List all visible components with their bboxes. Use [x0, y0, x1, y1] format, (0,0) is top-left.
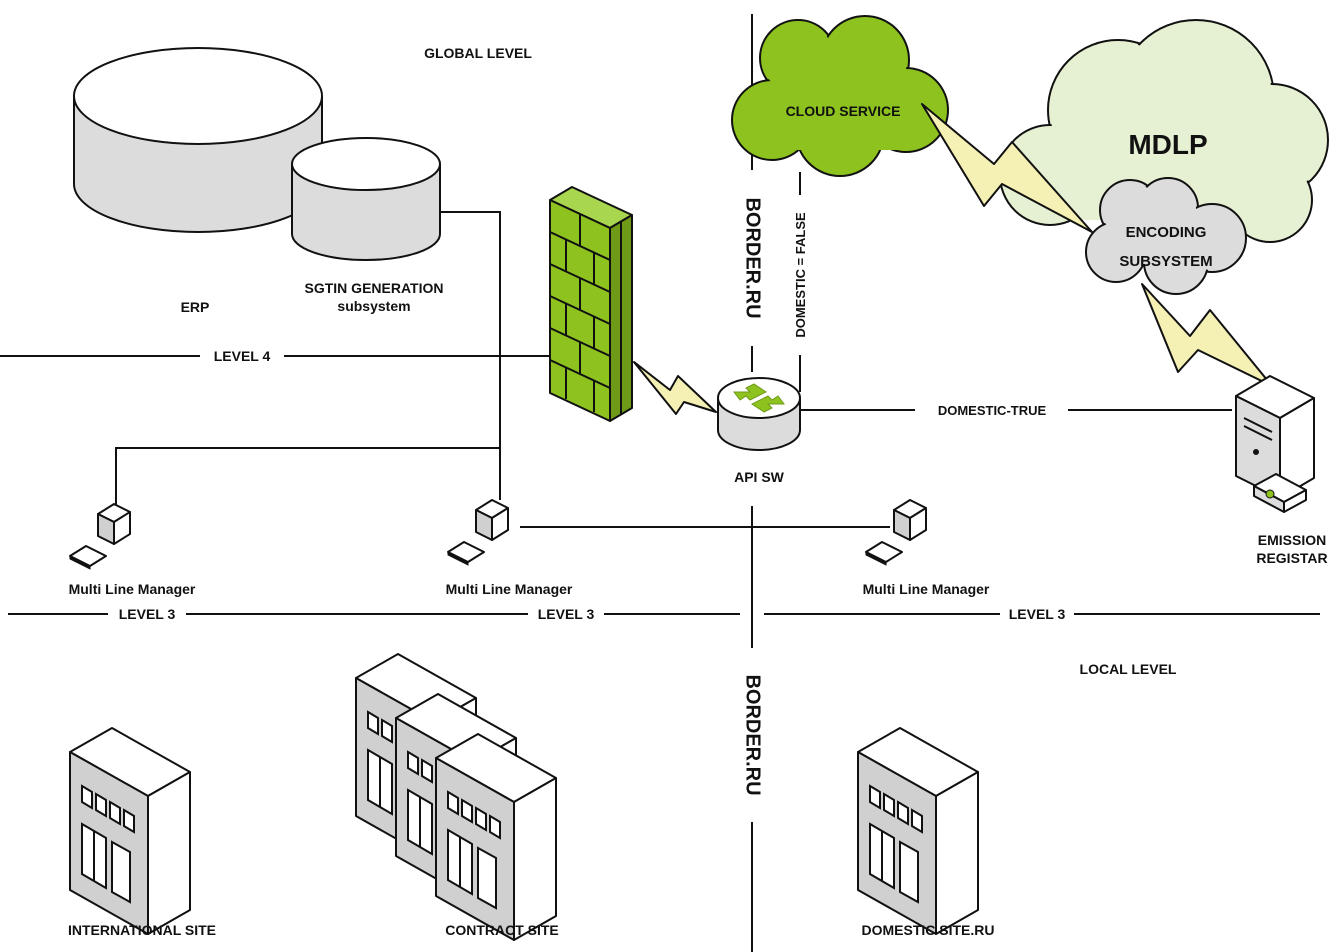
encoding-label-line2: SUBSYSTEM	[1119, 253, 1212, 270]
level3-label-1: LEVEL 3	[119, 606, 176, 622]
sgtin-link	[440, 211, 501, 500]
domestic-true-label: DOMESTIC-TRUE	[938, 403, 1047, 418]
border-label-top: BORDER.RU	[742, 197, 764, 318]
domestic-site-label: DOMESTIC SITE.RU	[861, 922, 994, 938]
firewall-icon	[549, 186, 633, 422]
mdlp-label: MDLP	[1128, 129, 1207, 160]
computer-icon	[447, 499, 509, 566]
mlm-label-domestic: Multi Line Manager	[863, 581, 990, 597]
mlm-label-international: Multi Line Manager	[69, 581, 196, 597]
building-icon	[69, 727, 191, 935]
contract-site-label: CONTRACT SITE	[445, 922, 559, 938]
switch-icon	[717, 377, 801, 451]
lightning-icon	[1141, 283, 1273, 387]
global-level-label: GLOBAL LEVEL	[424, 45, 532, 61]
lightning-icon	[633, 361, 717, 415]
erp-label: ERP	[181, 299, 210, 315]
left-mlm-link	[115, 447, 500, 505]
building-icon	[435, 733, 557, 941]
level3-label-3: LEVEL 3	[1009, 606, 1066, 622]
level3-label-2: LEVEL 3	[538, 606, 595, 622]
emission-label-line1: EMISSION	[1258, 532, 1326, 548]
sgtin-database-icon	[291, 137, 441, 261]
erp-database-icon	[73, 47, 323, 233]
level4-label: LEVEL 4	[214, 348, 271, 364]
building-icon	[857, 727, 979, 935]
domestic-false-label: DOMESTIC = FALSE	[793, 212, 808, 338]
api-sw-label: API SW	[734, 469, 785, 485]
cloud-service-label: CLOUD SERVICE	[786, 103, 901, 119]
lightning-icon	[921, 103, 1093, 233]
emission-label-line2: REGISTAR	[1256, 550, 1327, 566]
sgtin-label-line2: subsystem	[337, 298, 410, 314]
sgtin-label-line1: SGTIN GENERATION	[305, 280, 444, 296]
encoding-label-line1: ENCODING	[1126, 224, 1207, 241]
computer-icon	[69, 503, 131, 570]
international-site-label: INTERNATIONAL SITE	[68, 922, 216, 938]
encoding-cloud-icon	[1085, 177, 1247, 295]
cloud-service-icon	[731, 15, 949, 177]
mlm-label-contract: Multi Line Manager	[446, 581, 573, 597]
connection-lines	[0, 14, 1320, 952]
server-icon	[1235, 375, 1315, 513]
local-level-label: LOCAL LEVEL	[1080, 661, 1177, 677]
computer-icon	[865, 499, 927, 566]
border-label-bottom: BORDER.RU	[742, 674, 764, 795]
